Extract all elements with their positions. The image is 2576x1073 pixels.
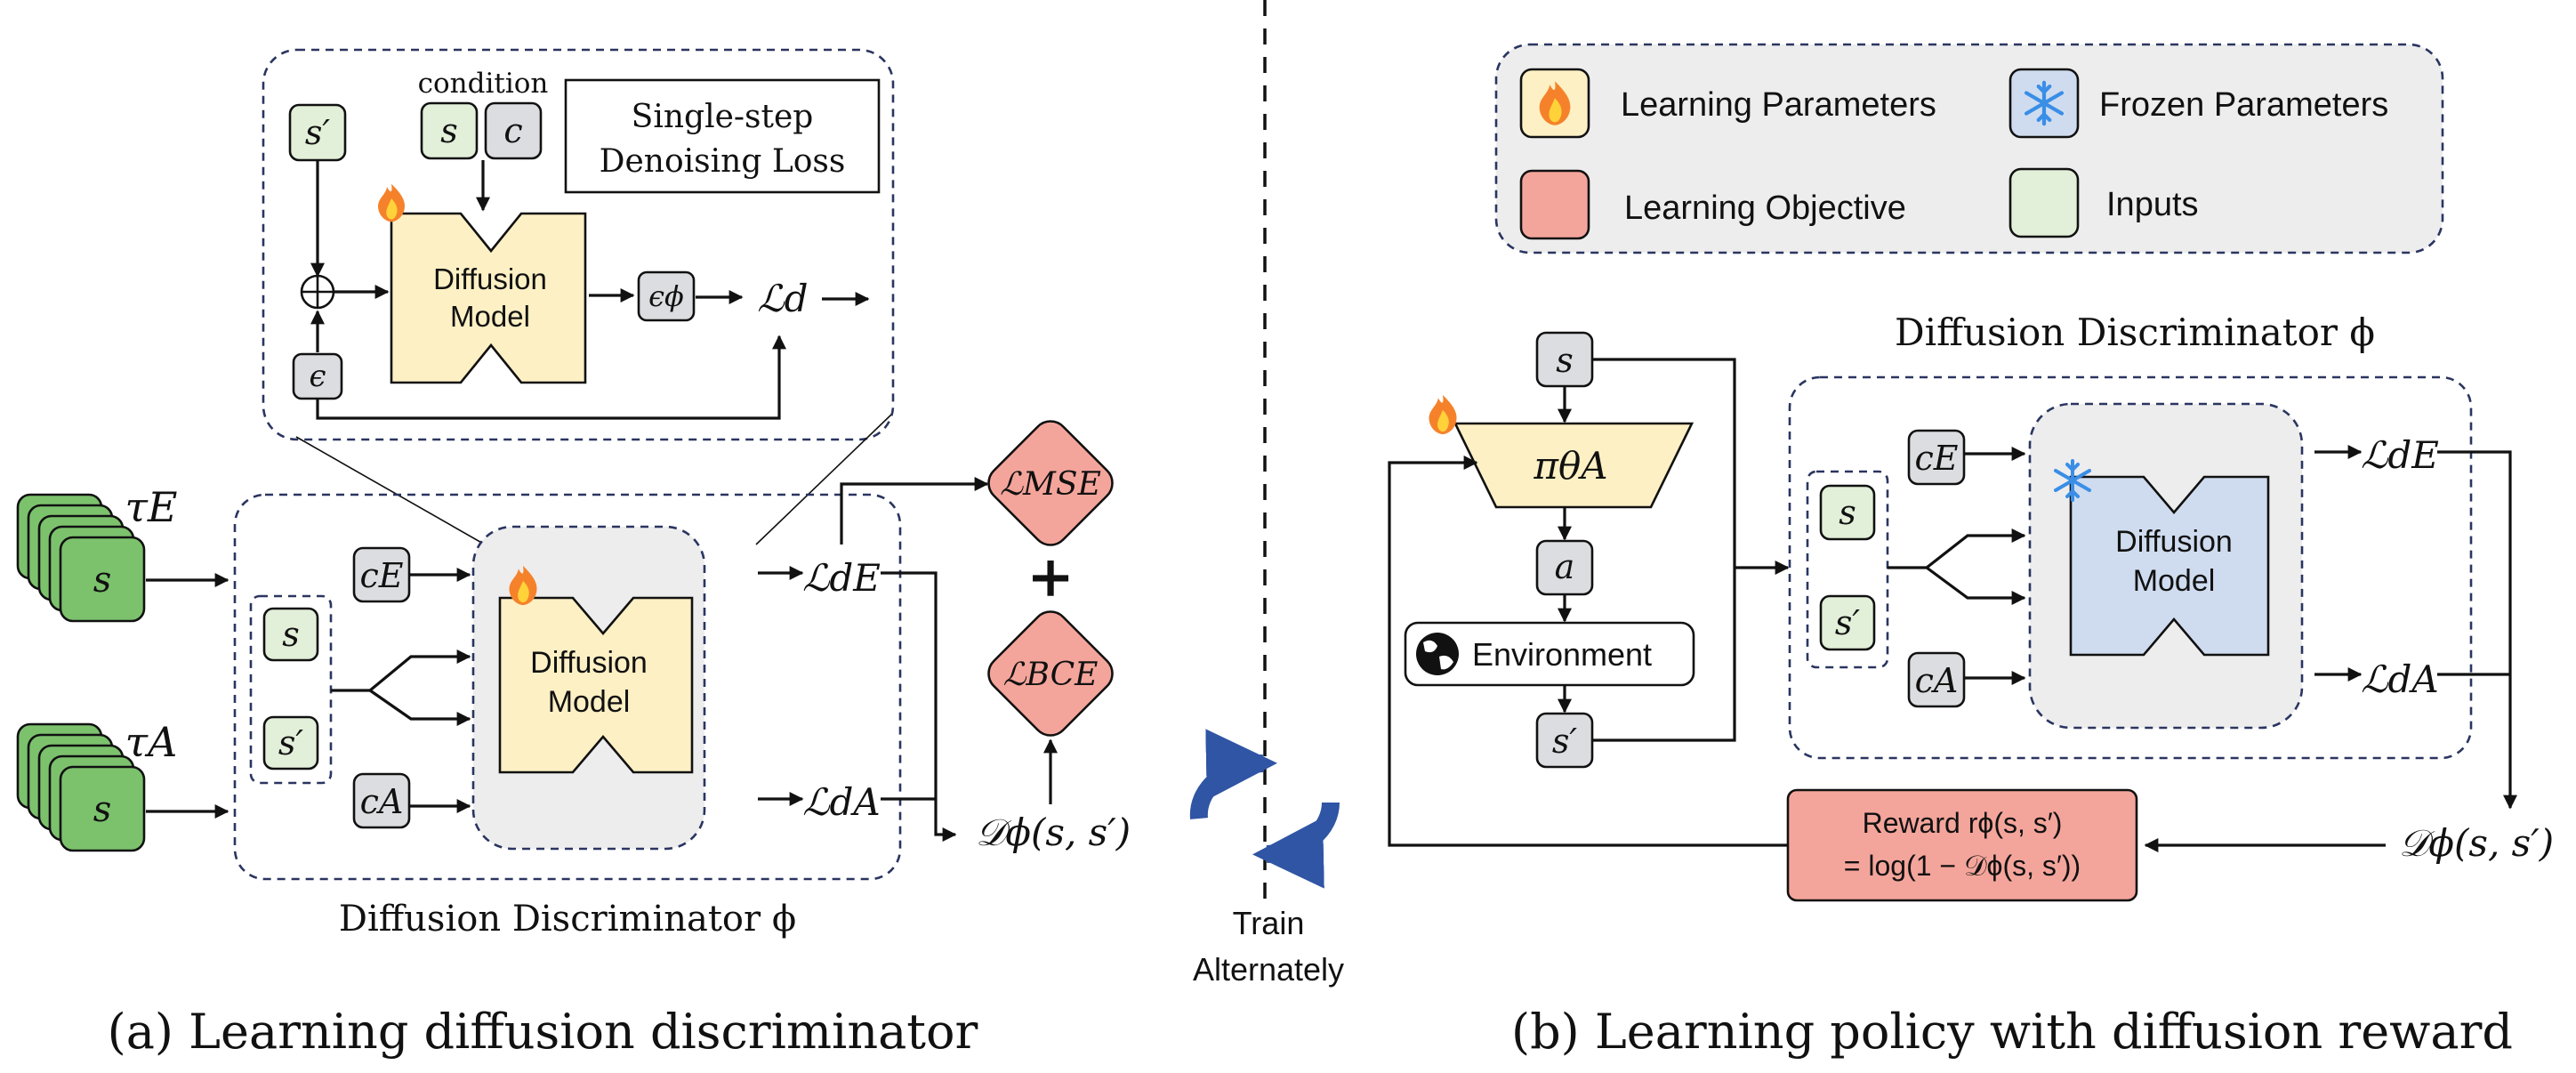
policy-label: πθA: [1533, 444, 1607, 488]
b-loss-e: ℒdE: [2361, 433, 2439, 477]
b-d-output: 𝒟ϕ(s, s′): [2399, 821, 2554, 865]
plus-sign: +: [1026, 544, 1075, 610]
caption-a: (a) Learning diffusion discriminator: [108, 1004, 978, 1060]
agent-trajectory-stack: [16, 722, 146, 852]
reward-line2: = log(1 − 𝒟ϕ(s, s′)): [1844, 850, 2081, 882]
legend-inputs: Inputs: [2106, 186, 2199, 223]
bce-objective: [987, 610, 1114, 737]
a-s-prime: s′: [278, 723, 304, 762]
b-c-e-chip: [1907, 429, 1966, 486]
expert-trajectory-stack: [16, 493, 146, 623]
a-s: s: [282, 615, 300, 654]
b-c-a-chip: [1907, 651, 1966, 708]
discriminator-b-box: [1788, 375, 2473, 760]
inset-diffusion-model: [390, 212, 587, 384]
b-diffusion-line2: Model: [2133, 564, 2216, 598]
panel-b: Learning Parameters Frozen Parameters Le…: [1388, 43, 2554, 1060]
inset-loss-line2: Denoising Loss: [600, 143, 846, 180]
b-s-prime: s′: [1552, 722, 1578, 761]
inset-s-chip: [420, 101, 479, 160]
policy-network: [1453, 422, 1695, 509]
inset-condition-label: condition: [418, 68, 549, 100]
inset-eps-phi: ϵϕ: [648, 279, 684, 313]
legend-learning-params: Learning Parameters: [1621, 86, 1936, 124]
a-loss-e: ℒdE: [802, 556, 881, 600]
b-in-s-prime: s′: [1835, 603, 1861, 642]
b-c-e: cE: [1914, 439, 1958, 478]
a-diffusion-model: [498, 596, 694, 774]
cycle-icon: [1189, 729, 1340, 889]
a-c-a-chip: [352, 772, 411, 829]
inset-c-chip: [484, 101, 543, 160]
mse-label: ℒMSE: [1000, 466, 1101, 503]
discriminator-b-label: Diffusion Discriminator ϕ: [1895, 311, 2375, 354]
inset-loss-line1: Single-step: [632, 99, 814, 135]
inset-loss-box: [564, 78, 881, 194]
legend-frozen-params: Frozen Parameters: [2099, 86, 2388, 124]
train-line1: Train: [1233, 905, 1305, 941]
globe-icon: [1416, 633, 1459, 675]
discriminator-a-box: [233, 493, 902, 881]
environment-label: Environment: [1472, 636, 1652, 673]
inset-s: s: [440, 111, 458, 150]
inset-eps: ϵ: [309, 359, 326, 394]
inset-loss-d: ℒd: [757, 277, 808, 320]
legend-box: [1494, 43, 2444, 254]
inset-s-prime: s′: [305, 113, 331, 152]
a-diffusion-line2: Model: [548, 685, 631, 719]
caption-b: (b) Learning policy with diffusion rewar…: [1511, 1004, 2513, 1060]
tau-e: τE: [125, 483, 177, 531]
inset-eps-phi-chip: [637, 270, 696, 322]
b-diffusion-line1: Diffusion: [2115, 525, 2233, 559]
bce-label: ℒBCE: [1003, 657, 1099, 693]
train-line2: Alternately: [1193, 951, 1344, 988]
inset-diffusion-line2: Model: [450, 300, 530, 333]
legend-objective-swatch: [1519, 169, 1590, 240]
agent-stack-s: s: [93, 789, 112, 830]
a-d-output: 𝒟ϕ(s, s′): [976, 811, 1131, 854]
input-group-b: [1806, 470, 1889, 669]
expert-stack-s: s: [93, 560, 112, 601]
discriminator-a-label: Diffusion Discriminator ϕ: [339, 899, 796, 940]
tau-a: τA: [125, 718, 178, 766]
b-in-s-chip: [1819, 484, 1876, 541]
mse-objective: [987, 420, 1114, 546]
a-s-prime-chip: [262, 715, 319, 770]
legend-inputs-swatch: [2008, 167, 2080, 238]
b-in-s: s: [1839, 493, 1856, 532]
a-c-e: cE: [359, 556, 403, 595]
inset-c: c: [503, 111, 522, 150]
a-loss-a: ℒdA: [802, 780, 880, 824]
b-a: a: [1555, 547, 1575, 586]
b-diffusion-model: [2069, 475, 2270, 657]
inset-flame-icon: [378, 183, 406, 222]
b-c-a: cA: [1915, 661, 1959, 700]
a-c-a: cA: [360, 782, 404, 821]
inset-diffusion-line1: Diffusion: [433, 262, 547, 295]
b-loss-a: ℒdA: [2361, 658, 2438, 701]
inset-box: [262, 48, 895, 441]
a-s-chip: [262, 607, 319, 662]
b-flame-icon: [1429, 394, 1457, 435]
environment-box: [1404, 621, 1695, 687]
legend-learning-objective: Learning Objective: [1624, 190, 1906, 227]
b-s: s: [1556, 341, 1574, 380]
a-diffusion-line1: Diffusion: [530, 646, 648, 680]
b-in-s-prime-chip: [1819, 594, 1876, 651]
reward-line1: Reward rϕ(s, s′): [1863, 807, 2063, 839]
panel-a: s′ condition s c Single-step Denoising L…: [16, 48, 1131, 1060]
